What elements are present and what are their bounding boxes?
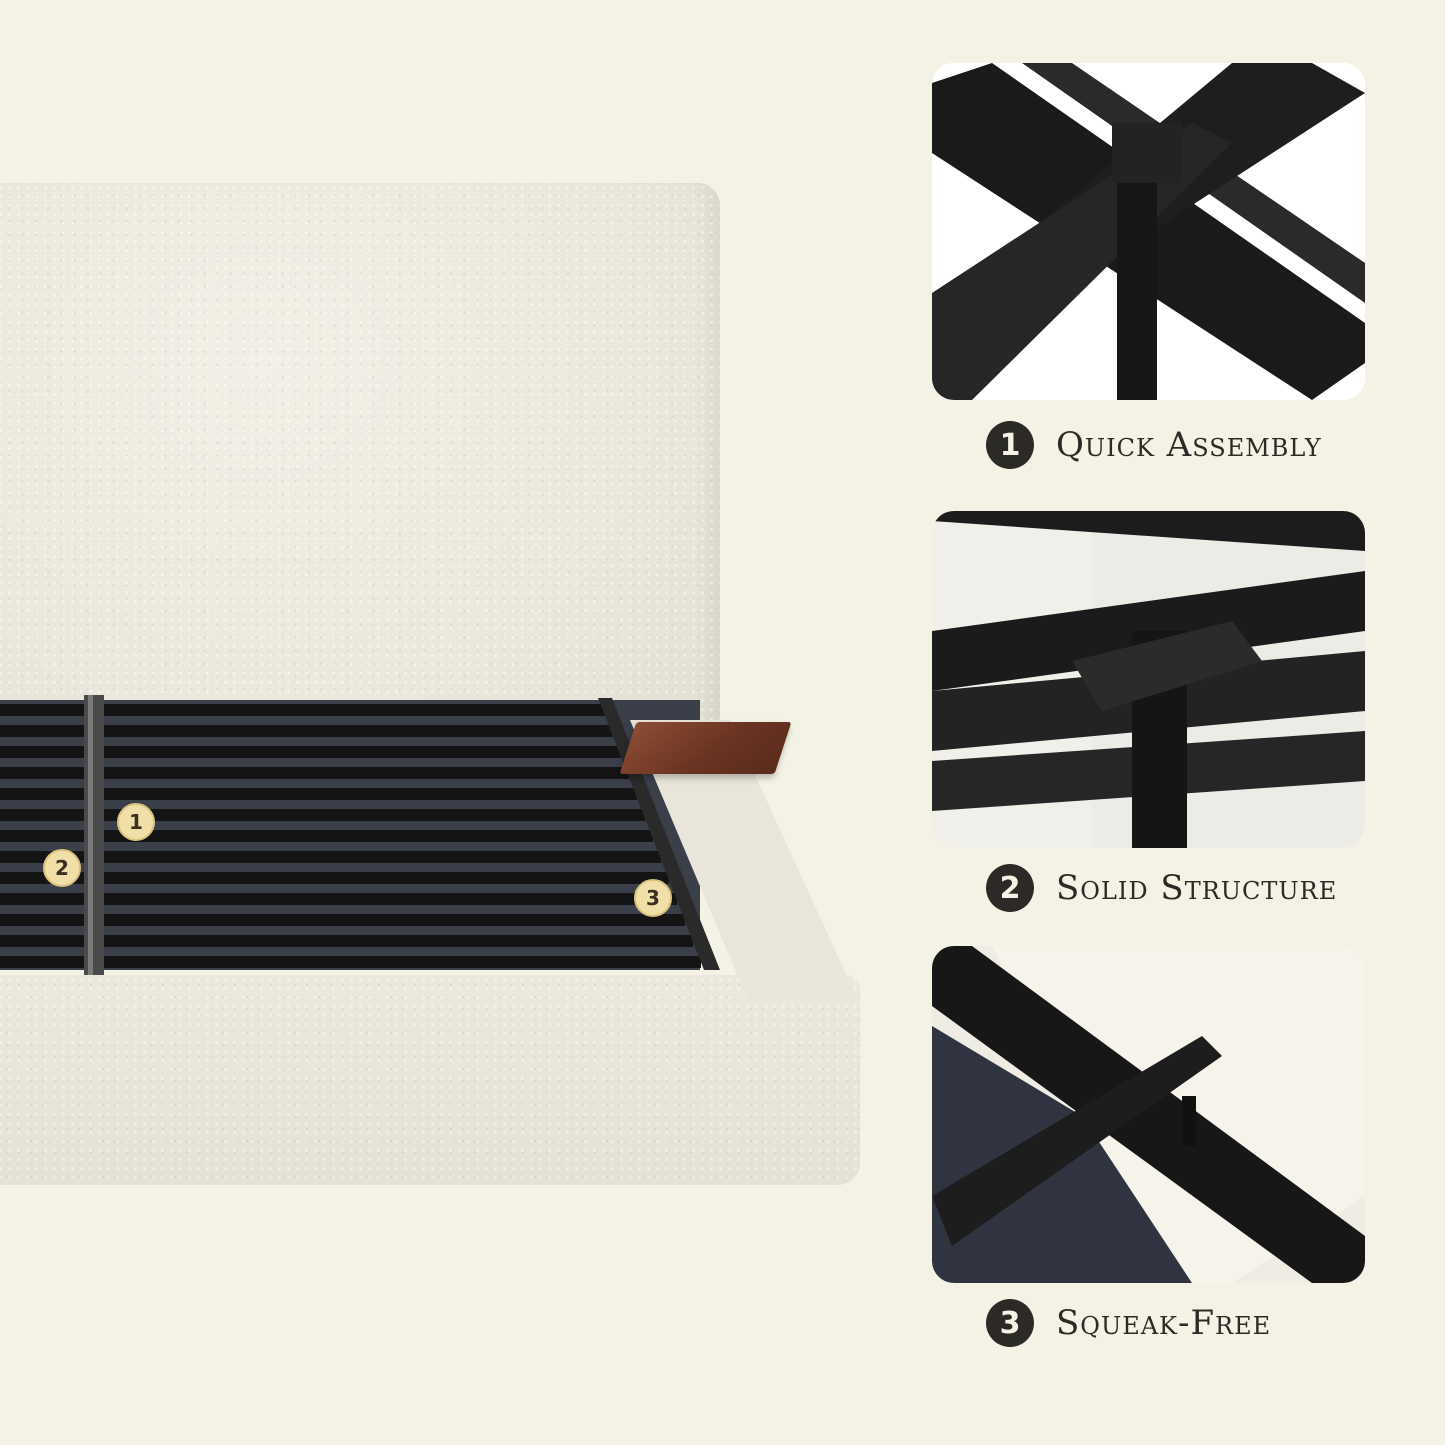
upholstered-base-corner xyxy=(630,720,858,1000)
callout-badge-2: 2 xyxy=(43,849,81,887)
slat xyxy=(0,935,693,947)
feature-solid-structure: 2 Solid Structure xyxy=(986,864,1337,912)
slat xyxy=(0,851,661,863)
structure-photo xyxy=(932,511,1365,848)
slat xyxy=(0,725,613,737)
feature-label: Quick Assembly xyxy=(1056,425,1322,465)
wood-side-tray xyxy=(619,722,792,774)
feature-squeak-free: 3 Squeak-Free xyxy=(986,1299,1271,1347)
detail-image-solid-structure xyxy=(932,511,1365,848)
slat xyxy=(0,872,669,884)
callout-badge-1: 1 xyxy=(117,803,155,841)
feature-label: Solid Structure xyxy=(1056,868,1338,908)
upholstered-base-front xyxy=(0,975,860,1185)
slat-frame xyxy=(0,695,720,980)
slat xyxy=(0,767,629,779)
callout-badge-3: 3 xyxy=(634,879,672,917)
number-badge: 3 xyxy=(986,1299,1034,1347)
squeak-free-photo xyxy=(932,946,1365,1283)
slat xyxy=(0,956,701,968)
number-badge: 1 xyxy=(986,421,1034,469)
slat xyxy=(0,746,621,758)
slat xyxy=(0,809,645,821)
detail-image-quick-assembly xyxy=(932,63,1365,400)
frame-joint-photo xyxy=(932,63,1365,400)
feature-quick-assembly: 1 Quick Assembly xyxy=(986,421,1322,469)
number-badge: 2 xyxy=(986,864,1034,912)
bed-illustration: 1 2 3 xyxy=(0,183,860,1185)
slat xyxy=(0,830,653,842)
slat xyxy=(0,788,637,800)
upholstered-headboard xyxy=(0,183,720,783)
slat xyxy=(0,704,605,716)
feature-label: Squeak-Free xyxy=(1056,1303,1272,1343)
slat xyxy=(0,914,685,926)
detail-image-squeak-free xyxy=(932,946,1365,1283)
slat xyxy=(0,893,677,905)
